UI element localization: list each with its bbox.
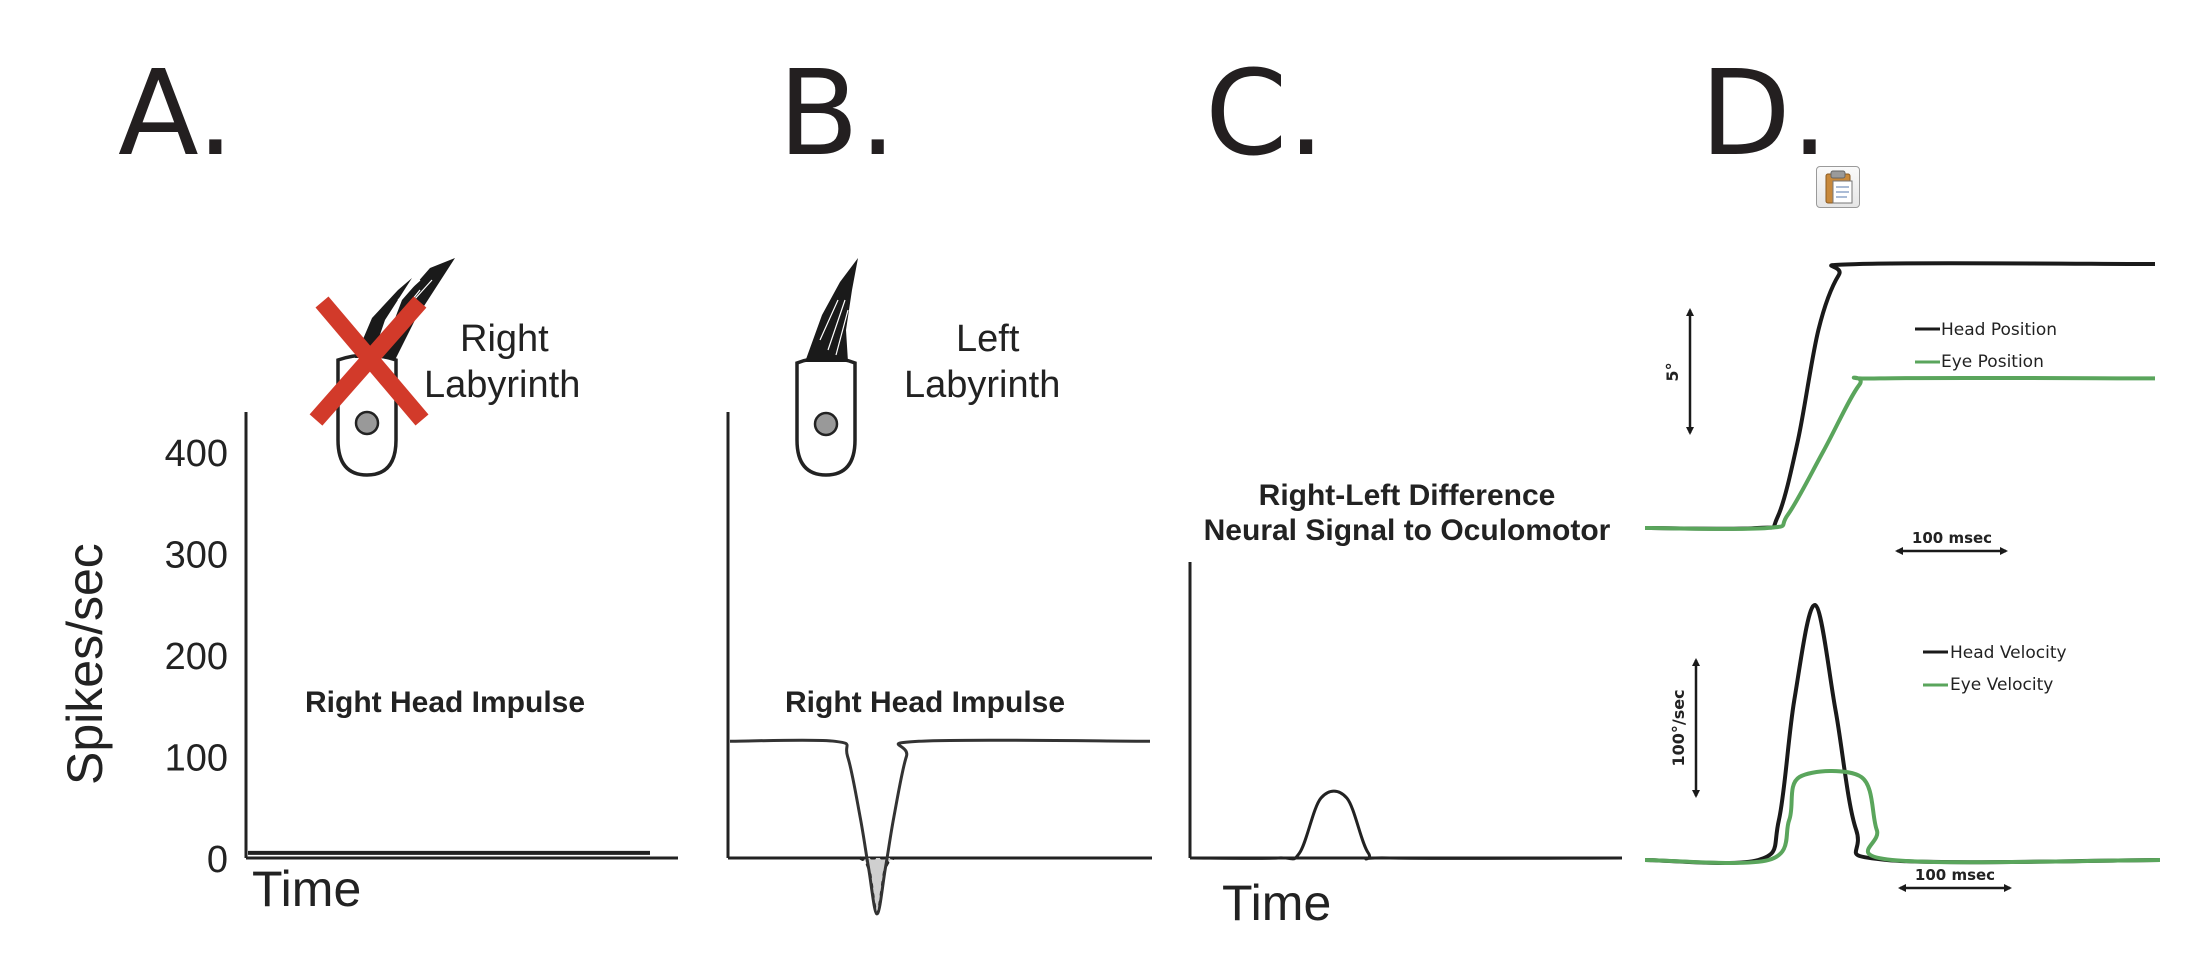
velocity-time-scale-bar: 100 msec [1898, 866, 2012, 892]
panel-letter-d: D. [1700, 44, 1828, 182]
right-labyrinth-icon [309, 258, 455, 477]
legend-label-eye-position: Eye Position [1941, 352, 2044, 372]
panel-a-xlabel: Time [252, 861, 361, 917]
eye-velocity-line [1644, 769, 2161, 865]
position-tscale-label: 100 msec [1912, 529, 1992, 547]
panel-c-difference-line [1191, 789, 1623, 861]
panel-a-yticks: 0 100 200 300 400 [165, 433, 228, 881]
panel-c-title-line2: Neural Signal to Oculomotor [1204, 514, 1611, 547]
panel-b-label-line2: Labyrinth [904, 364, 1060, 406]
panel-a-ylabel: Spikes/sec [57, 543, 113, 785]
panel-a-ytick-label: 400 [165, 433, 228, 475]
left-labyrinth-icon [795, 258, 858, 477]
velocity-vscale-label: 100°/sec [1669, 689, 1688, 766]
panel-letter-c: C. [1205, 44, 1325, 182]
clipboard-button[interactable] [1816, 166, 1860, 208]
position-legend: Head Position Eye Position [1915, 320, 2057, 372]
velocity-vertical-scale-bar: 100°/sec [1669, 658, 1700, 798]
panel-a-ytick-label: 0 [207, 839, 228, 881]
panel-a-label-line1: Right [460, 318, 549, 360]
panel-letter-b: B. [778, 44, 896, 182]
legend-label-head-position: Head Position [1941, 320, 2057, 340]
legend-label-head-velocity: Head Velocity [1950, 643, 2067, 663]
velocity-tscale-label: 100 msec [1915, 866, 1995, 884]
panel-b-label-line1: Left [956, 318, 1020, 360]
eye-position-line [1644, 375, 2156, 531]
panel-b-inhibition-fill [857, 856, 897, 916]
clipboard-icon [1825, 170, 1853, 204]
panel-a: 0 100 200 300 400 Spikes/sec Time Right Head… [57, 258, 678, 917]
panel-b-annotation: Right Head Impulse [785, 686, 1065, 719]
head-position-line [1644, 261, 2156, 531]
panel-c-xlabel: Time [1222, 875, 1331, 931]
panel-a-ytick-label: 200 [165, 636, 228, 678]
panel-c: Right-Left Difference Neural Signal to O… [1188, 479, 1623, 931]
panel-d: Head Position Eye Position 5° 100 msec H… [1644, 261, 2161, 892]
panel-a-annotation: Right Head Impulse [305, 686, 585, 719]
velocity-legend: Head Velocity Eye Velocity [1923, 643, 2067, 695]
panel-b-firing-line [729, 738, 1151, 916]
panel-b: Right Head Impulse Left Labyrinth [726, 258, 1152, 916]
panel-a-ytick-label: 300 [165, 535, 228, 577]
head-velocity-line [1644, 602, 2161, 865]
panel-a-ytick-label: 100 [165, 738, 228, 780]
panel-c-title-line1: Right-Left Difference [1259, 479, 1556, 512]
position-vertical-scale-bar: 5° [1663, 308, 1694, 435]
legend-label-eye-velocity: Eye Velocity [1950, 675, 2053, 695]
position-time-scale-bar: 100 msec [1895, 529, 2008, 555]
panel-a-label-line2: Labyrinth [424, 364, 580, 406]
position-vscale-label: 5° [1663, 362, 1682, 381]
panel-letter-a: A. [118, 44, 234, 182]
